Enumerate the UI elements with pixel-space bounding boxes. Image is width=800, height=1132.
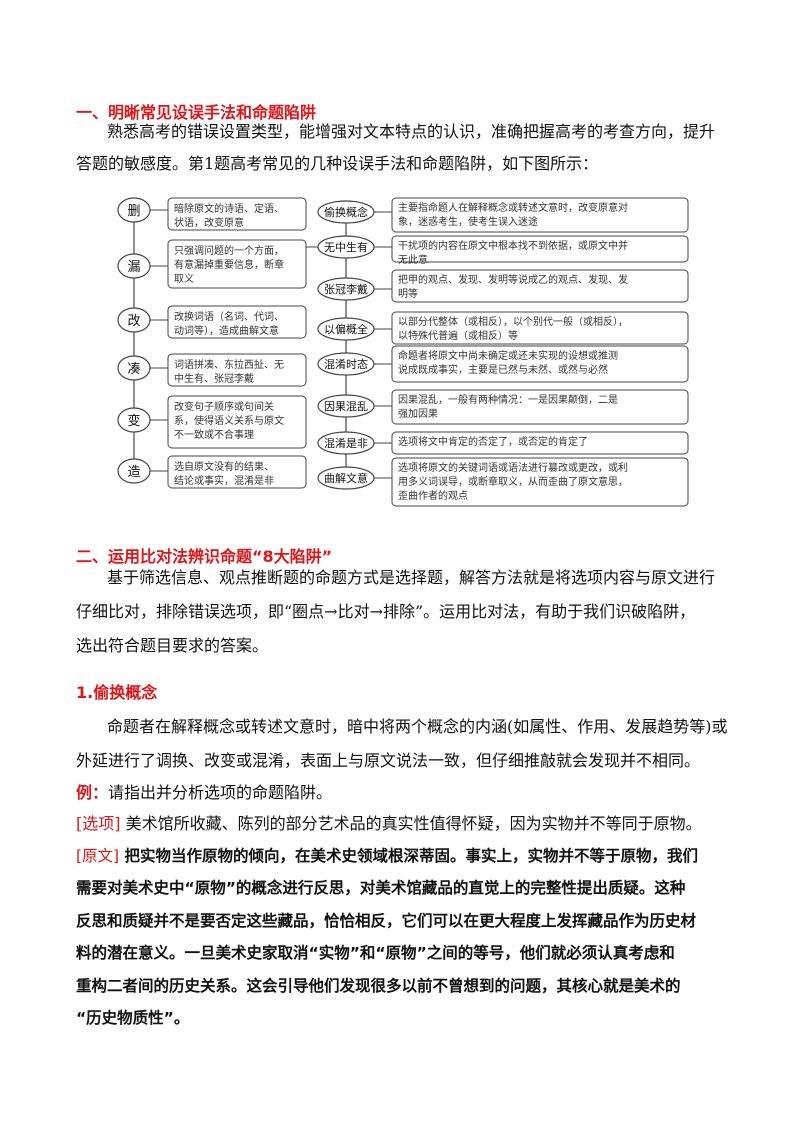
left-desc-box — [167, 455, 307, 489]
right-desc-box — [391, 269, 689, 303]
source-line: 重构二者间的历史关系。这会引导他们发现很多以前不曾想到的问题，其核心就是美术的 — [76, 977, 681, 995]
source-tag: [原文] — [76, 847, 120, 865]
right-desc-text: 以特殊代普遍（或相反）等 — [398, 329, 518, 342]
paragraph-line: 命题者在解释概念或转述文意时，暗中将两个概念的内涵(如属性、作用、发展趋势等)或 — [107, 717, 728, 736]
left-desc-text: 结论或事实，混淆是非 — [174, 474, 274, 487]
right-desc-text: 把甲的观点、发现、发明等说成乙的观点、发现、发 — [398, 273, 628, 286]
left-node-label: 漏 — [127, 259, 140, 275]
right-node-label: 无中生有 — [324, 240, 368, 254]
source-text: 把实物当作原物的倾向，在美术史领域根深蒂固。事实上，实物并不等于原物，我们 — [124, 847, 699, 865]
example-label: 例： — [76, 783, 109, 802]
right-desc-box — [391, 197, 689, 233]
right-desc-text: 无此意 — [398, 253, 428, 266]
right-desc-text: 明等 — [398, 287, 418, 300]
right-node-label: 以偏概全 — [324, 322, 368, 336]
right-desc-text: 以部分代整体（或相反），以个别代一般（或相反）， — [398, 315, 628, 328]
right-desc-text: 主要指命题人在解释概念或转述文意时，改变原意对 — [398, 201, 628, 214]
left-desc-text: 只强调问题的一个方面， — [174, 244, 284, 257]
source-line: [原文] 把实物当作原物的倾向，在美术史领域根深蒂固。事实上，实物并不等于原物，… — [76, 840, 698, 872]
subsection-heading: 1.偷换概念 — [76, 683, 158, 702]
right-desc-box — [391, 311, 689, 345]
right-desc-text: 选项将原文的关键词语或语法进行篡改或更改，或利 — [398, 461, 628, 474]
option-text: 美术馆所收藏、陈列的部分艺术品的真实性值得怀疑，因为实物并不等同于原物。 — [125, 814, 702, 833]
left-desc-box — [167, 395, 307, 449]
right-node-label: 曲解文意 — [324, 471, 368, 485]
paragraph-line: 基于筛选信息、观点推断题的命题方式是选择题，解答方法就是将选项内容与原文进行 — [107, 568, 716, 587]
left-desc-text: 不一致或不合事理 — [174, 428, 254, 441]
left-desc-text: 中生有、张冠李戴 — [174, 372, 254, 385]
left-node-label: 改 — [127, 314, 140, 329]
paragraph-line: 答题的敏感度。第1题高考常见的几种设误手法和命题陷阱，如下图所示： — [76, 154, 599, 173]
right-desc-text: 象，迷惑考生，使考生误入迷途 — [398, 215, 538, 228]
paragraph-line: 熟悉高考的错误设置类型，能增强对文本特点的认识，准确把握高考的考查方向，提升 — [107, 122, 716, 141]
right-desc-text: 干扰项的内容在原文中根本找不到依据，或原文中并 — [398, 239, 628, 252]
left-desc-text: 选自原文没有的结果、 — [174, 460, 274, 473]
left-node-label: 删 — [127, 204, 140, 219]
right-desc-text: 说成既成事实，主要是已然与未然、或然与必然 — [398, 363, 608, 376]
paragraph-line: 仔细比对，排除错误选项，即“圈点→比对→排除”。运用比对法，有助于我们识破陷阱， — [76, 602, 696, 621]
example-line: 例：请指出并分析选项的命题陷阱。 — [76, 777, 332, 809]
right-desc-box — [391, 389, 689, 425]
left-node-label: 造 — [127, 465, 140, 480]
left-node-label: 变 — [127, 413, 140, 429]
right-node-label: 张冠李戴 — [324, 282, 368, 296]
source-line: 需要对美术史中“原物”的概念进行反思，对美术馆藏品的直觉上的完整性提出质疑。这种 — [76, 879, 686, 897]
left-desc-text: 暗除原文的诗语、定语、 — [174, 202, 284, 215]
right-desc-box — [391, 457, 689, 507]
right-node-label: 因果混乱 — [324, 400, 368, 413]
right-desc-text: 用多义词误导，或断章取义，从而歪曲了原文意思， — [398, 475, 628, 488]
section-heading-2: 二、运用比对法辨识命题“8大陷阱” — [76, 547, 333, 566]
left-node-label: 凑 — [127, 362, 140, 377]
right-desc-text: 命题者将原文中尚未确定或还未实现的设想或推测 — [398, 349, 618, 362]
right-desc-text: 选项将文中肯定的否定了，或否定的肯定了 — [398, 435, 588, 448]
section-heading-1: 一、明晰常见设误手法和命题陷阱 — [76, 103, 317, 122]
left-desc-text: 系，使得语义关系与原文 — [174, 414, 284, 427]
left-desc-text: 有意漏掉重要信息，断章 — [174, 258, 284, 271]
example-text: 请指出并分析选项的命题陷阱。 — [108, 783, 333, 802]
paragraph-line: 选出符合题目要求的答案。 — [76, 636, 269, 655]
right-desc-text: 歪曲作者的观点 — [398, 489, 468, 502]
right-desc-box — [391, 345, 689, 383]
source-line: 反思和质疑并不是要否定这些藏品，恰恰相反，它们可以在更大程度上发挥藏品作为历史材 — [76, 912, 697, 930]
source-line: “历史物质性”。 — [76, 1009, 190, 1027]
right-desc-text: 因果混乱，一般有两种情况：一是因果颠倒，二是 — [398, 393, 618, 406]
left-desc-box — [167, 305, 307, 339]
right-node-label: 混淆是非 — [324, 437, 368, 450]
paragraph-line: 外延进行了调换、改变或混淆，表面上与原文说法一致，但仔细推敲就会发现并不相同。 — [76, 751, 701, 770]
left-desc-text: 动词等），造成曲解文意 — [174, 324, 279, 337]
right-desc-box — [391, 431, 689, 455]
left-desc-text: 状语，改变原意 — [174, 216, 244, 229]
source-line: 料的潜在意义。一旦美术史家取消“实物”和“原物”之间的等号，他们就必须认真考虑和 — [76, 944, 675, 962]
left-desc-box — [167, 239, 307, 289]
option-line: [选项] 美术馆所收藏、陈列的部分艺术品的真实性值得怀疑，因为实物并不等同于原物… — [76, 808, 702, 840]
left-desc-text: 改换词语（名词、代词、 — [174, 310, 284, 323]
left-desc-text: 取义 — [174, 273, 194, 285]
right-desc-box — [391, 235, 689, 263]
left-desc-box — [167, 197, 307, 231]
right-desc-text: 强加因果 — [398, 408, 438, 420]
right-node-label: 偷换概念 — [324, 205, 368, 219]
option-tag: [选项] — [76, 814, 121, 833]
right-node-label: 混淆时态 — [324, 358, 368, 371]
left-desc-text: 词语拼凑、东拉西扯、无 — [174, 358, 284, 371]
left-desc-text: 改变句子顺序或句间关 — [174, 400, 274, 413]
left-desc-box — [167, 353, 307, 387]
